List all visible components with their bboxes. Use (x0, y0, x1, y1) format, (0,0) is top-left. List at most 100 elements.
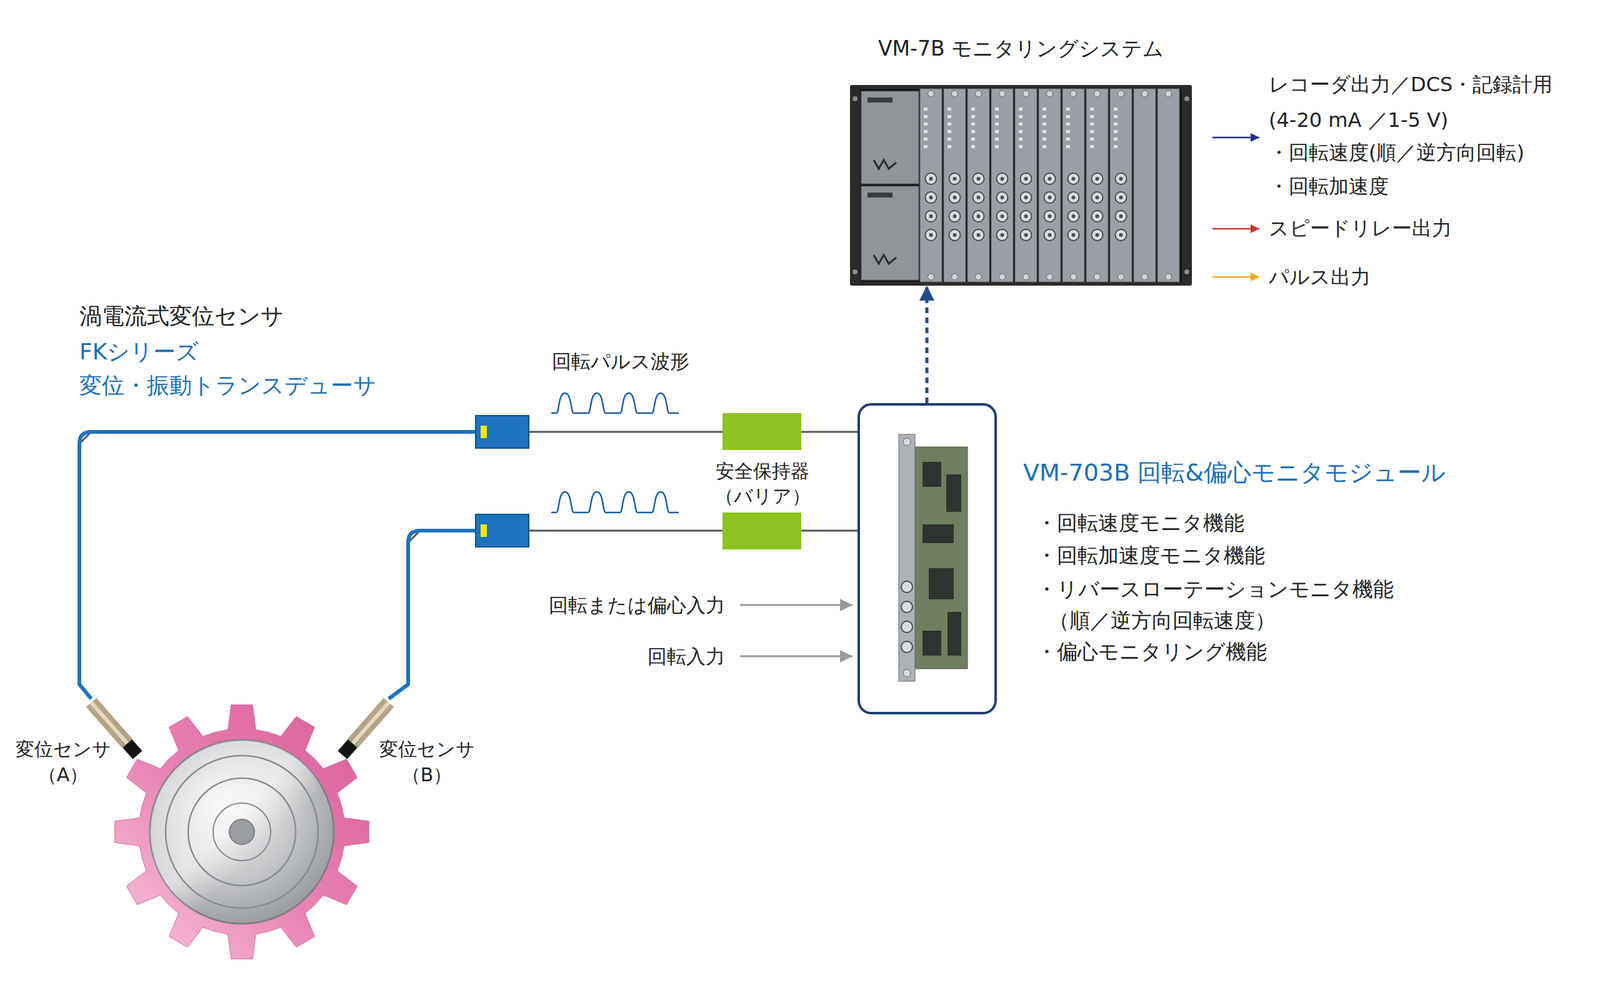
bnc-connector (1020, 173, 1032, 185)
card-screw (1094, 273, 1101, 280)
status-led (1066, 130, 1070, 134)
card-panel (1133, 88, 1156, 282)
output-label: ・回転加速度 (1268, 173, 1389, 200)
transducer-box (475, 415, 529, 449)
status-led (1090, 107, 1094, 111)
bnc-pin (1048, 176, 1052, 181)
displacement-sensor: 変位センサ （A） (80, 698, 143, 759)
sensor-tip (342, 743, 353, 755)
card-screw (1165, 90, 1172, 97)
rack-graphic (850, 85, 1192, 286)
pcb-chip (947, 611, 962, 656)
output-label: スピードリレー出力 (1268, 215, 1452, 242)
output-arrow (1212, 228, 1260, 230)
bnc-pin (953, 233, 957, 237)
output-label: ・回転速度(順／逆方向回転) (1268, 139, 1525, 166)
card-panel (1062, 88, 1085, 282)
status-led (947, 107, 952, 111)
bnc-connector (1068, 173, 1080, 185)
bnc-pin (953, 195, 957, 200)
output-arrow (1212, 136, 1260, 139)
bnc-connector (949, 210, 961, 222)
bnc-connector (1044, 229, 1056, 241)
sensor-body (91, 702, 128, 744)
bnc-pin (976, 233, 981, 237)
sensor-label: 変位センサ （B） (370, 736, 484, 788)
displacement-sensor: 変位センサ （B） (337, 698, 400, 759)
bnc-connector (1091, 191, 1104, 204)
steel-disc (150, 740, 334, 924)
status-led (995, 145, 999, 149)
bnc-pin (1095, 214, 1100, 219)
status-led (1090, 130, 1094, 134)
status-led (1113, 130, 1118, 134)
bnc-pin (1024, 214, 1029, 219)
bnc-pin (976, 195, 981, 200)
output-label: (4-20 mA ／1-5 V) (1268, 106, 1449, 134)
card-screw (1046, 273, 1054, 280)
input-arrow (740, 604, 853, 607)
card-panel (1038, 88, 1061, 282)
module-card-graphic (860, 405, 995, 712)
status-led (1066, 122, 1070, 126)
status-led (947, 115, 952, 119)
status-led (1042, 145, 1047, 149)
bnc-connector (1115, 191, 1127, 204)
bnc-connector (949, 191, 961, 204)
bnc-connector (973, 173, 985, 185)
bnc-pin (1048, 195, 1052, 200)
bnc-pin (1119, 176, 1124, 181)
bnc-connector (1020, 210, 1032, 222)
panel-window (867, 192, 893, 198)
bnc-connector (1020, 229, 1032, 241)
status-led (971, 115, 975, 119)
status-led (947, 145, 952, 149)
status-led (1066, 137, 1070, 141)
card-screw (1118, 90, 1125, 97)
bnc-pin (1000, 233, 1005, 237)
card-pcb (915, 446, 968, 669)
bnc-connector (901, 601, 913, 613)
card-screw (1165, 273, 1172, 280)
pcb-chip (946, 474, 962, 512)
product-name: 渦電流式変位センサ (79, 301, 284, 331)
card-screw (1023, 273, 1030, 280)
card-screw (999, 273, 1006, 280)
bnc-connector (996, 173, 1009, 185)
bnc-connector (925, 191, 937, 204)
card-panel (991, 88, 1014, 282)
card-panel (943, 88, 966, 282)
status-led (1090, 137, 1094, 141)
rack-hole (1184, 96, 1190, 102)
card-screw (1118, 273, 1125, 280)
card-screw (975, 273, 982, 280)
bnc-pin (1095, 233, 1100, 237)
input-label: 回転または偏心入力 (531, 592, 725, 618)
bnc-connector (1044, 191, 1056, 204)
bnc-connector (925, 173, 937, 185)
rack-frame (850, 85, 1192, 286)
status-led (1018, 115, 1023, 119)
bnc-connector (1044, 210, 1056, 222)
bnc-connector (901, 621, 913, 633)
pcb-chip (922, 630, 942, 656)
status-led (1018, 122, 1023, 126)
gear-illustration (115, 705, 370, 960)
card-screw (928, 90, 935, 97)
status-led (1042, 107, 1047, 111)
bnc-connector (1091, 173, 1104, 185)
status-led (971, 145, 975, 149)
gear-shape (115, 705, 370, 960)
sensor-highlight (352, 702, 389, 744)
bnc-pin (1119, 195, 1124, 200)
card-screw (1070, 90, 1077, 97)
status-led (1018, 130, 1023, 134)
bnc-connector (973, 191, 985, 204)
status-led (1018, 107, 1023, 111)
disc-shine (150, 740, 334, 924)
status-led (923, 122, 928, 126)
monitor-module: VM-703B 回転&偏心モニタモジュール・回転速度モニタ機能・回転加速度モニタ… (857, 403, 997, 715)
status-led (971, 122, 975, 126)
bnc-connector (996, 191, 1009, 204)
status-led (1113, 137, 1118, 141)
